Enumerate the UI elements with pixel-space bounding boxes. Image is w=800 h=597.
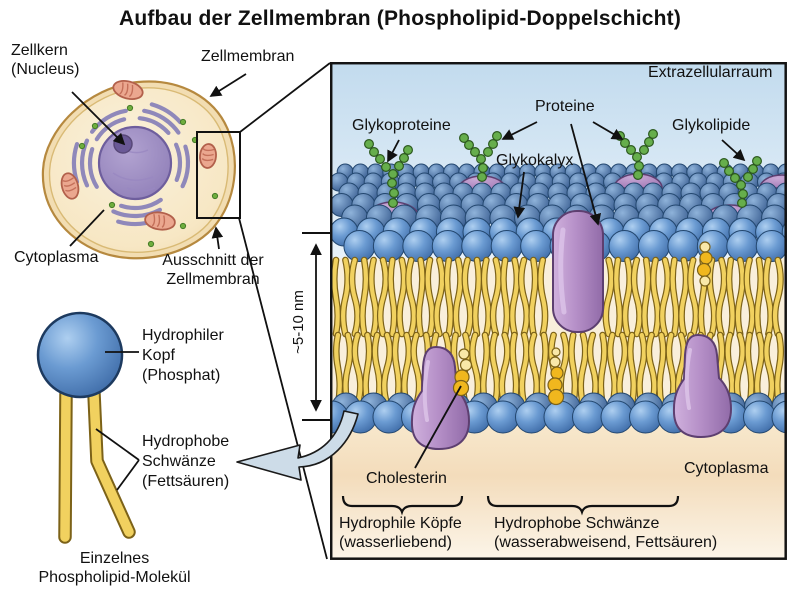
- inset-label: Ausschnitt der Zellmembran: [148, 251, 278, 289]
- label-line: (Phosphat): [142, 367, 221, 384]
- page-title: Aufbau der Zellmembran (Phospholipid-Dop…: [118, 7, 682, 30]
- panel-cytoplasm-label: Cytoplasma: [684, 460, 769, 477]
- panel-border: [330, 62, 787, 560]
- cell-cytoplasm-label: Cytoplasma: [14, 249, 99, 266]
- glycocalyx-label: Glykokalyx: [496, 152, 574, 169]
- label-line: (wasserliebend): [339, 534, 452, 551]
- label-line: (Nucleus): [11, 61, 80, 78]
- label-line: (Fettsäuren): [142, 473, 230, 490]
- phospholipid-head: [36, 311, 124, 399]
- label-line: (wasserabweisend, Fettsäuren): [494, 534, 718, 551]
- cholesterol-label: Cholesterin: [366, 470, 447, 487]
- hydrophilic-heads-caption: Hydrophile Köpfe (wasserliebend): [339, 514, 462, 552]
- glycolipids-label: Glykolipide: [672, 117, 751, 134]
- tails-top-leaflet: [330, 256, 784, 338]
- hydrophobic-tails-label: Hydrophobe Schwänze (Fettsäuren): [142, 432, 229, 492]
- label-line: Hydrophile Köpfe: [339, 515, 462, 532]
- membrane-panel-illustration: [330, 62, 787, 560]
- label-line: Kopf: [142, 347, 175, 364]
- cell-membrane-label: Zellmembran: [201, 48, 295, 65]
- label-line: Phospholipid-Molekül: [38, 569, 191, 586]
- mitochondrion: [144, 211, 176, 231]
- label-line: Hydrophiler: [142, 327, 224, 344]
- hydrophilic-head-label: Hydrophiler Kopf (Phosphat): [142, 326, 224, 386]
- mitochondrion: [60, 172, 80, 200]
- glyco-chains: [363, 128, 763, 209]
- thickness-label: ~5-10 nm: [290, 290, 307, 354]
- label-line: Ausschnitt der: [162, 252, 264, 269]
- cholesterol-chains: [452, 241, 713, 406]
- nucleus-label: Zellkern (Nucleus): [11, 41, 79, 79]
- nucleus: [97, 125, 173, 201]
- label-line: Hydrophobe Schwänze: [494, 515, 660, 532]
- phospholipid-molecule-illustration: [36, 311, 136, 544]
- nucleolus: [113, 134, 133, 154]
- label-line: Zellmembran: [166, 271, 260, 288]
- hydrophobic-tails-caption: Hydrophobe Schwänze (wasserabweisend, Fe…: [494, 514, 717, 552]
- glycoproteins-label: Glykoproteine: [352, 117, 451, 134]
- label-line: Zellkern: [11, 42, 68, 59]
- proteins-label: Proteine: [535, 98, 595, 115]
- label-line: Einzelnes: [79, 550, 150, 567]
- cell-illustration: [41, 80, 236, 260]
- label-line: Schwänze: [142, 453, 216, 470]
- extracellular-label: Extrazellularraum: [648, 64, 773, 81]
- label-line: Hydrophobe: [142, 433, 230, 450]
- molecule-caption: Einzelnes Phospholipid-Molekül: [12, 549, 217, 587]
